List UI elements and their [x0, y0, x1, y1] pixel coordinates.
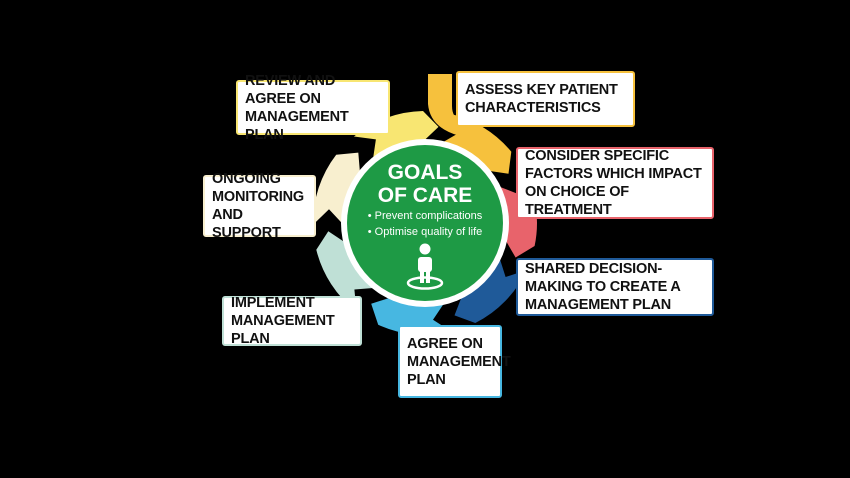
ring-segment-shared	[454, 257, 527, 323]
goals-title-line1: GOALS	[388, 161, 463, 184]
step-label-review: REVIEW AND AGREE ON MANAGEMENT PLAN	[245, 72, 349, 143]
step-box-implement: IMPLEMENT MANAGEMENT PLAN	[222, 295, 362, 347]
step-label-monitor: ONGOING MONITORING AND SUPPORT	[212, 171, 304, 241]
person-target-icon	[406, 243, 444, 290]
ring-segment-implement	[316, 231, 375, 312]
step-label-consider: CONSIDER SPECIFIC FACTORS WHICH IMPACT O…	[525, 148, 702, 218]
goals-of-care-circle: GOALS OF CARE • Prevent complications • …	[341, 139, 509, 307]
step-label-assess: ASSESS KEY PATIENT CHARACTERISTICS	[465, 82, 618, 116]
step-box-monitor: ONGOING MONITORING AND SUPPORT	[203, 171, 316, 241]
goals-title-line2: OF CARE	[378, 184, 473, 207]
goal-bullet-prevent: • Prevent complications	[368, 210, 483, 222]
step-label-implement: IMPLEMENT MANAGEMENT PLAN	[231, 295, 335, 347]
step-box-assess: ASSESS KEY PATIENT CHARACTERISTICS	[456, 71, 635, 127]
step-label-agree: AGREE ON MANAGEMENT PLAN	[407, 335, 511, 388]
step-box-review: REVIEW AND AGREE ON MANAGEMENT PLAN	[236, 73, 390, 143]
goal-bullet-optimise: • Optimise quality of life	[368, 226, 483, 238]
ring-connector-assess	[428, 74, 470, 136]
step-box-consider: CONSIDER SPECIFIC FACTORS WHICH IMPACT O…	[516, 147, 714, 219]
step-label-shared: SHARED DECISION-MAKING TO CREATE A MANAG…	[525, 261, 681, 313]
center-disc	[347, 145, 503, 301]
ring-segment-monitor	[312, 152, 360, 225]
step-box-shared: SHARED DECISION-MAKING TO CREATE A MANAG…	[516, 258, 714, 316]
step-box-agree: AGREE ON MANAGEMENT PLAN	[398, 325, 511, 398]
